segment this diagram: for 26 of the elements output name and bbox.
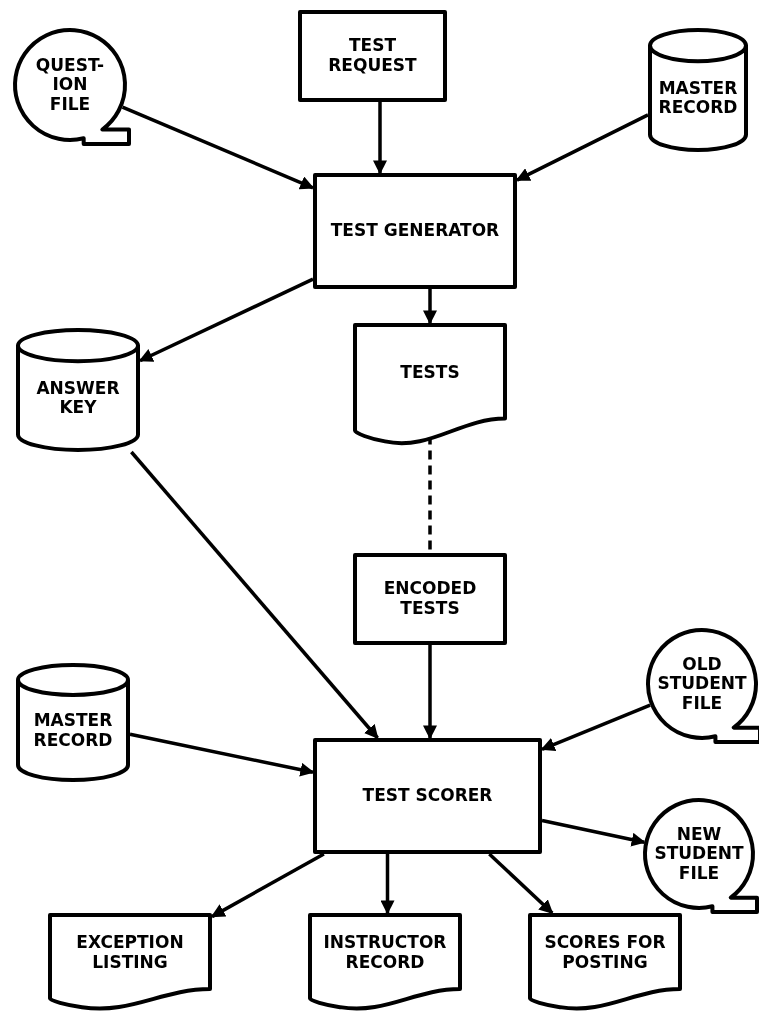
- node-label: TEST REQUEST: [327, 36, 418, 76]
- node-label: TEST GENERATOR: [330, 221, 500, 241]
- node-label: INSTRUCTOR RECORD: [322, 933, 448, 973]
- node-label: ENCODED TESTS: [382, 579, 478, 619]
- arrow: [488, 852, 554, 915]
- node-label: TEST SCORER: [362, 786, 493, 806]
- node-label: OLD STUDENT FILE: [656, 654, 748, 714]
- node-label: EXCEPTION LISTING: [75, 933, 185, 973]
- arrow: [380, 854, 395, 915]
- arrow: [541, 818, 646, 847]
- arrow: [130, 450, 379, 740]
- node-label: TESTS: [400, 363, 460, 383]
- arrow: [423, 645, 437, 740]
- arrow: [121, 105, 315, 190]
- node-label: SCORES FOR POSTING: [543, 933, 667, 973]
- arrow: [210, 852, 325, 919]
- node-label: QUEST- ION FILE: [34, 55, 106, 115]
- arrow: [129, 732, 315, 777]
- arrow: [138, 277, 314, 363]
- node-label: NEW STUDENT FILE: [653, 824, 745, 884]
- node-label: ANSWER KEY: [35, 378, 121, 418]
- arrow: [423, 289, 437, 325]
- node-label: MASTER RECORD: [32, 711, 114, 751]
- arrow: [373, 102, 387, 175]
- node-label: MASTER RECORD: [657, 78, 739, 118]
- arrow: [515, 113, 649, 182]
